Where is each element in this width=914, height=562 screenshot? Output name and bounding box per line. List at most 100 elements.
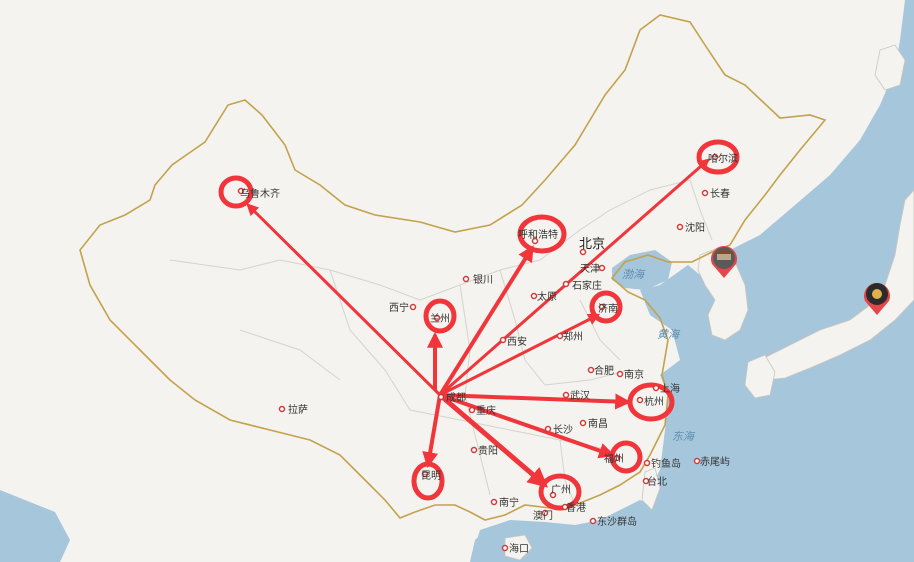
route-to-guangzhou	[438, 393, 549, 488]
label-shijiazhuang: 石家庄	[572, 279, 602, 292]
dot-shijiazhuang[interactable]	[562, 280, 570, 288]
label-hefei: 合肥	[594, 364, 614, 377]
dot-lanzhou[interactable]	[433, 314, 441, 322]
route-to-hangzhou	[439, 393, 632, 410]
dot-taipei[interactable]	[642, 477, 650, 485]
dot-kunming[interactable]	[421, 470, 429, 478]
dot-taiyuan[interactable]	[530, 292, 538, 300]
dot-macau[interactable]	[541, 509, 549, 517]
dot-guiyang[interactable]	[470, 446, 478, 454]
label-nanjing: 南京	[624, 368, 644, 381]
label-xian: 西安	[507, 335, 527, 348]
circle-jinan[interactable]	[589, 290, 623, 324]
beibu-gulf	[470, 528, 500, 562]
label-lanzhou: 兰州	[430, 312, 450, 325]
label-jinan: 济南	[598, 302, 618, 315]
bohai-sea	[612, 250, 672, 290]
dot-hangzhou[interactable]	[636, 396, 644, 404]
label-shenyang: 沈阳	[685, 221, 705, 234]
dot-nanjing[interactable]	[616, 370, 624, 378]
dot-hongkong[interactable]	[561, 503, 569, 511]
label-guiyang: 贵阳	[478, 444, 498, 457]
dot-nanning[interactable]	[490, 498, 498, 506]
dot-shanghai[interactable]	[652, 384, 660, 392]
label-zhengzhou: 郑州	[563, 330, 583, 343]
label-tianjin: 天津	[580, 263, 600, 275]
dot-xian[interactable]	[499, 336, 507, 344]
dot-wuhan[interactable]	[562, 391, 570, 399]
circle-guangzhou[interactable]	[538, 473, 582, 511]
route-to-harbin	[439, 158, 710, 397]
circle-lanzhou[interactable]	[423, 298, 457, 334]
label-haikou: 海口	[509, 542, 529, 555]
label-hongkong: 香港	[566, 502, 586, 514]
label-chiwei: 赤尾屿	[700, 456, 730, 468]
circle-hangzhou[interactable]	[627, 382, 675, 422]
routes	[246, 158, 710, 488]
dot-dongsha[interactable]	[589, 517, 597, 525]
dot-yinchuan[interactable]	[462, 275, 470, 283]
dot-diaoyu[interactable]	[643, 459, 651, 467]
route-to-jinan	[439, 313, 601, 397]
circle-harbin[interactable]	[696, 139, 740, 175]
dot-chongqing[interactable]	[468, 406, 476, 414]
dot-shenyang[interactable]	[676, 223, 684, 231]
dot-lhasa[interactable]	[278, 405, 286, 413]
city-dots	[237, 153, 719, 552]
dot-fuzhou[interactable]	[613, 454, 621, 462]
dot-nanchang[interactable]	[579, 419, 587, 427]
label-harbin: 哈尔滨	[708, 152, 738, 165]
label-taiyuan: 太原	[537, 290, 557, 303]
dot-jinan[interactable]	[598, 303, 606, 311]
japan-kyushu	[744, 354, 776, 399]
route-to-urumqi	[246, 203, 442, 397]
circle-fuzhou[interactable]	[609, 440, 643, 474]
china-border	[79, 14, 827, 521]
city-labels: 银川 西宁 天津 石家庄 太原 郑州 西安 长春 沈阳 合肥 南京 上海 武汉 …	[288, 188, 730, 555]
dot-urumqi[interactable]	[237, 187, 245, 195]
route-to-hohhot	[438, 245, 534, 397]
label-nanchang: 南昌	[588, 417, 608, 430]
label-hangzhou: 杭州	[644, 395, 664, 408]
route-to-kunming	[422, 394, 442, 469]
label-chengdu: 成都	[446, 392, 466, 404]
tokyo-tower-pin-icon[interactable]	[864, 283, 891, 315]
hainan-island	[504, 534, 533, 561]
target-labels: 成都 乌鲁木齐 兰州 呼和浩特 哈尔滨 济南 杭州 福州 广州 昆明	[240, 152, 738, 496]
dot-chengdu[interactable]	[437, 393, 445, 401]
label-bohai: 渤海	[622, 268, 646, 281]
label-wuhan: 武汉	[570, 389, 590, 402]
circle-urumqi[interactable]	[218, 175, 254, 209]
dot-tianjin[interactable]	[598, 264, 606, 272]
dot-harbin[interactable]	[711, 153, 719, 161]
label-hohhot: 呼和浩特	[518, 229, 558, 241]
dot-beijing[interactable]	[579, 248, 587, 256]
sea-labels: 渤海 黄海 东海	[622, 268, 696, 443]
label-dongsha: 东沙群岛	[597, 515, 637, 528]
dot-haikou[interactable]	[501, 544, 509, 552]
dot-guangzhou[interactable]	[549, 491, 557, 499]
route-to-fuzhou	[439, 393, 616, 459]
japan-honshu	[759, 189, 914, 381]
label-changsha: 长沙	[553, 424, 573, 436]
dot-changchun[interactable]	[701, 189, 709, 197]
label-urumqi: 乌鲁木齐	[240, 187, 280, 200]
label-nanning: 南宁	[499, 496, 519, 509]
dot-xining[interactable]	[409, 303, 417, 311]
bay-of-bengal	[0, 490, 70, 562]
circle-hohhot[interactable]	[517, 214, 567, 254]
label-guangzhou: 广州	[551, 484, 571, 496]
dot-hefei[interactable]	[587, 366, 595, 374]
label-macau: 澳门	[533, 509, 553, 522]
capital-label: 北京	[579, 237, 605, 252]
seoul-landmark-pin-icon[interactable]	[711, 246, 737, 278]
dot-hohhot[interactable]	[531, 237, 539, 245]
label-diaoyu: 钓鱼岛	[651, 457, 681, 470]
dot-zhengzhou[interactable]	[556, 332, 564, 340]
label-changchun: 长春	[710, 188, 730, 200]
dot-chiwei[interactable]	[693, 457, 701, 465]
dot-changsha[interactable]	[544, 425, 552, 433]
circle-kunming[interactable]	[411, 461, 445, 501]
label-xining: 西宁	[389, 301, 409, 314]
